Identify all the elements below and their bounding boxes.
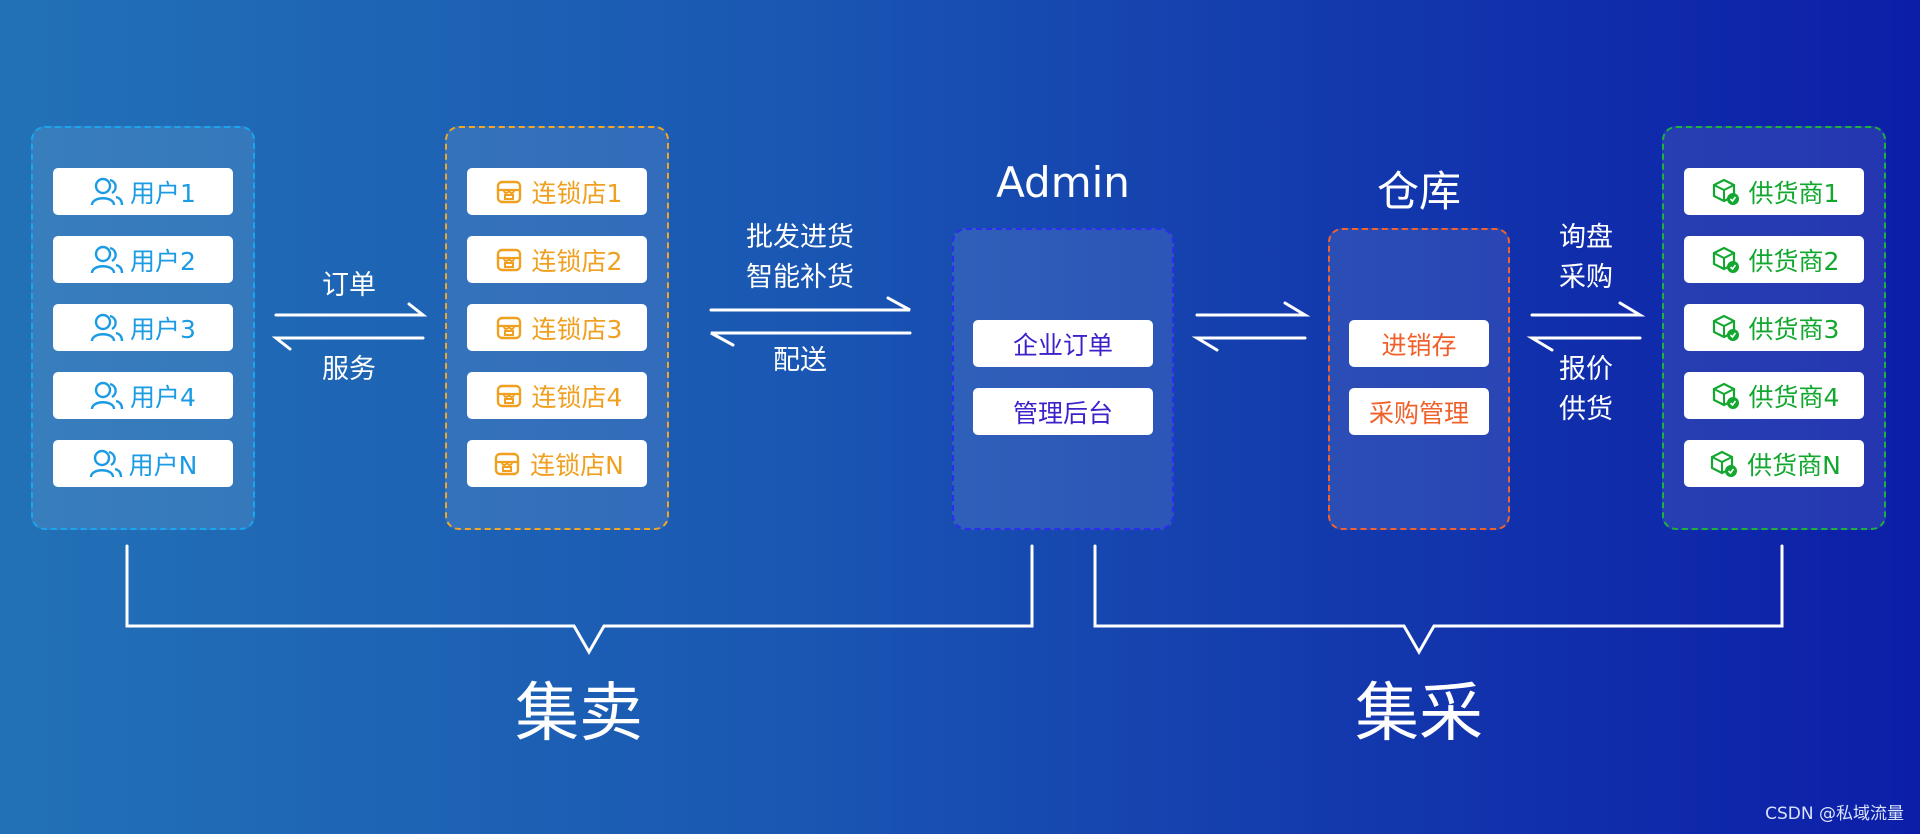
supplier-box-icon (1709, 380, 1743, 412)
flow-label-wholesale: 批发进货 (746, 222, 854, 253)
user-group-icon (89, 448, 123, 480)
store-icon (492, 176, 526, 208)
user-item-label: 用户N (128, 450, 198, 480)
user-group-icon (90, 312, 124, 344)
flow-label-supply: 供货 (1559, 394, 1613, 425)
double-arrow-users-stores (271, 302, 428, 351)
store-item-label: 连锁店3 (531, 314, 623, 344)
store-icon (492, 380, 526, 412)
double-arrow-admin-warehouse (1191, 301, 1311, 352)
user-item-1: 用户1 (53, 168, 233, 215)
user-group-icon (90, 380, 124, 412)
supplier-box-icon (1707, 448, 1741, 480)
store-icon (492, 244, 526, 276)
admin-title: Admin (996, 158, 1130, 207)
supplier-item-3: 供货商3 (1684, 304, 1864, 351)
user-item-label: 用户2 (130, 246, 196, 276)
user-item-label: 用户1 (130, 178, 196, 208)
supplier-item-1: 供货商1 (1684, 168, 1864, 215)
flow-label-smart-restock: 智能补货 (746, 262, 854, 293)
section-title-right: 集采 (1355, 677, 1483, 751)
supplier-item-label: 供货商2 (1748, 246, 1840, 276)
user-group-icon (90, 244, 124, 276)
store-icon (490, 448, 524, 480)
flow-label-order: 订单 (322, 270, 376, 301)
bracket-right (1093, 544, 1784, 656)
flow-label-quote: 报价 (1559, 354, 1613, 385)
user-item-n: 用户N (53, 440, 233, 487)
admin-item-management-backend: 管理后台 (973, 388, 1153, 435)
store-item-n: 连锁店N (467, 440, 647, 487)
section-title-left: 集卖 (515, 677, 643, 751)
flow-label-purchase: 采购 (1559, 262, 1613, 293)
store-item-label: 连锁店2 (531, 246, 623, 276)
user-item-4: 用户4 (53, 372, 233, 419)
supplier-item-2: 供货商2 (1684, 236, 1864, 283)
store-item-2: 连锁店2 (467, 236, 647, 283)
credit-watermark: CSDN @私域流量 (1765, 804, 1904, 824)
admin-item-enterprise-orders: 企业订单 (973, 320, 1153, 367)
warehouse-item-procurement: 采购管理 (1349, 388, 1489, 435)
store-item-label: 连锁店1 (531, 178, 623, 208)
supplier-item-label: 供货商4 (1748, 382, 1840, 412)
store-item-4: 连锁店4 (467, 372, 647, 419)
user-item-label: 用户3 (130, 314, 196, 344)
supplier-item-label: 供货商3 (1748, 314, 1840, 344)
user-item-2: 用户2 (53, 236, 233, 283)
store-item-1: 连锁店1 (467, 168, 647, 215)
store-item-3: 连锁店3 (467, 304, 647, 351)
double-arrow-stores-admin (709, 296, 912, 347)
store-item-label: 连锁店N (530, 450, 624, 480)
warehouse-item-inventory: 进销存 (1349, 320, 1489, 367)
flow-label-inquiry: 询盘 (1559, 222, 1613, 253)
user-item-label: 用户4 (130, 382, 196, 412)
supplier-box-icon (1709, 176, 1743, 208)
user-group-icon (90, 176, 124, 208)
supplier-item-label: 供货商1 (1748, 178, 1840, 208)
warehouse-title: 仓库 (1376, 167, 1461, 216)
user-item-3: 用户3 (53, 304, 233, 351)
supplier-box-icon (1709, 244, 1743, 276)
supplier-item-n: 供货商N (1684, 440, 1864, 487)
supplier-box-icon (1709, 312, 1743, 344)
flow-label-delivery: 配送 (773, 345, 827, 376)
admin-group (952, 228, 1174, 530)
store-item-label: 连锁店4 (531, 382, 623, 412)
store-icon (492, 312, 526, 344)
supplier-item-label: 供货商N (1747, 450, 1841, 480)
warehouse-group (1328, 228, 1510, 530)
supplier-item-4: 供货商4 (1684, 372, 1864, 419)
double-arrow-warehouse-suppliers (1526, 301, 1646, 352)
flow-label-service: 服务 (322, 354, 376, 385)
bracket-left (125, 544, 1034, 656)
